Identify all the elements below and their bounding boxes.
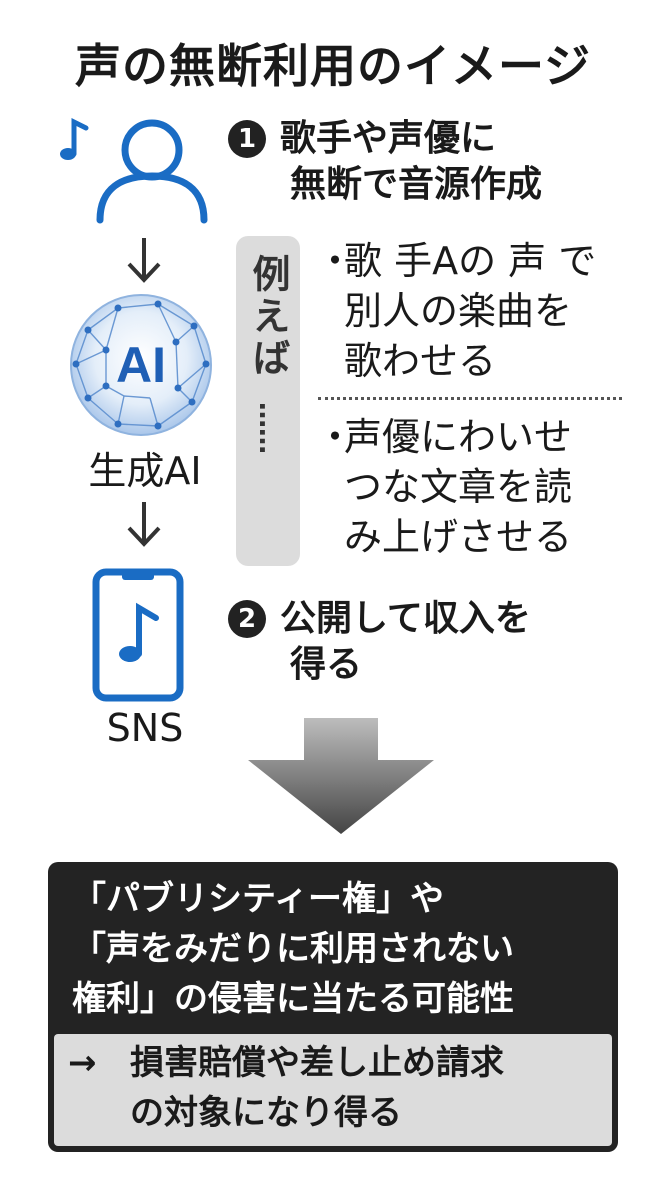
- step-number-badge: 1: [228, 120, 266, 158]
- example-item-2: ・ 声優にわいせ つな文章を読 み上げさせる: [316, 412, 646, 562]
- example-label-box: 例えば ……: [236, 236, 300, 566]
- bullet: ・: [316, 239, 355, 283]
- person-with-music-note-icon: [60, 117, 208, 224]
- step-2-line-2: 得る: [290, 644, 363, 685]
- ai-label: 生成AI: [88, 449, 202, 493]
- page-title: 声の無断利用のイメージ: [74, 39, 592, 93]
- result-box: → 損害賠償や差し止め請求 の対象になり得る: [54, 1034, 612, 1146]
- example-item-1-line-3: 歌わせる: [344, 339, 497, 383]
- conclusion-box: 「パブリシティー権」や 「声をみだりに利用されない 権利」の侵害に当たる可能性 …: [48, 862, 618, 1152]
- conclusion-line-2: 「声をみだりに利用されない: [72, 929, 514, 969]
- result-text: → 損害賠償や差し止め請求 の対象になり得る: [68, 1038, 608, 1138]
- dotted-divider: [318, 397, 622, 400]
- example-item-1: ・ 歌 手Aの 声 で 別人の楽曲を 歌わせる: [316, 236, 646, 386]
- conclusion-text: 「パブリシティー権」や 「声をみだりに利用されない 権利」の侵害に当たる可能性: [72, 874, 612, 1024]
- ai-icon-text: AI: [116, 337, 166, 393]
- big-down-arrow-icon: [248, 718, 434, 834]
- result-arrow-icon: →: [68, 1043, 97, 1083]
- step-2-line-1: 公開して収入を: [280, 598, 531, 639]
- down-arrow-icon: [127, 502, 161, 547]
- step-1-line-1: 歌手や声優に: [280, 118, 497, 159]
- example-item-2-line-1: 声優にわいせ: [344, 415, 573, 459]
- example-dots: ……: [253, 402, 283, 454]
- bullet: ・: [316, 415, 355, 459]
- step-1-line-2: 無断で音源作成: [290, 164, 543, 205]
- step-1: 1 歌手や声優に 無断で音源作成: [228, 116, 648, 208]
- example-label: 例えば: [246, 254, 290, 380]
- example-item-1-line-2: 別人の楽曲を: [344, 289, 573, 333]
- conclusion-line-1: 「パブリシティー権」や: [72, 879, 444, 919]
- conclusion-line-3: 権利」の侵害に当たる可能性: [72, 979, 514, 1019]
- result-line-2: の対象になり得る: [130, 1093, 402, 1133]
- example-item-1-line-1: 歌 手Aの 声 で: [344, 239, 597, 283]
- step-number-badge: 2: [228, 600, 266, 638]
- down-arrow-icon: [127, 238, 161, 283]
- result-line-1: 損害賠償や差し止め請求: [130, 1043, 504, 1083]
- example-item-2-line-2: つな文章を読: [344, 465, 573, 509]
- smartphone-music-icon: [92, 568, 184, 702]
- ai-sphere-icon: AI: [70, 294, 212, 436]
- sns-label: SNS: [106, 706, 184, 750]
- step-2: 2 公開して収入を 得る: [228, 596, 648, 688]
- example-item-2-line-3: み上げさせる: [344, 515, 573, 559]
